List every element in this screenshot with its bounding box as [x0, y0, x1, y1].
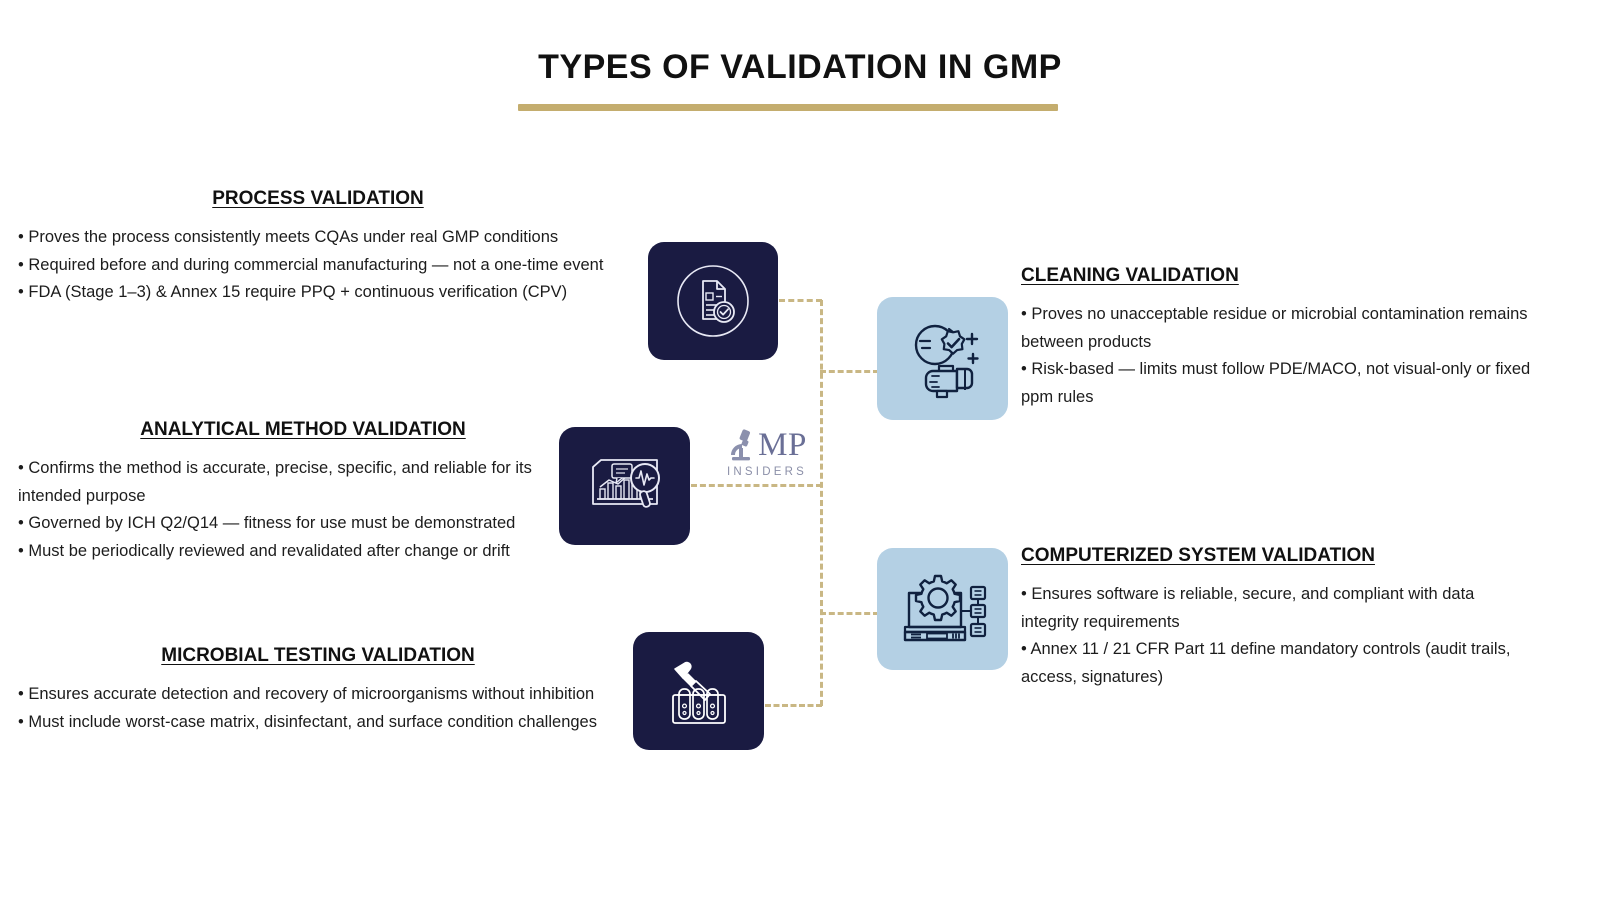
watermark-subtitle: INSIDERS: [727, 466, 807, 478]
section-heading-microbial: MICROBIAL TESTING VALIDATION: [161, 645, 475, 666]
section-heading-computerized: COMPUTERIZED SYSTEM VALIDATION: [1021, 545, 1375, 566]
bullet-item: • Proves the process consistently meets …: [18, 228, 559, 246]
document-check-icon: [677, 265, 749, 337]
section-heading-process: PROCESS VALIDATION: [212, 188, 424, 209]
icon-tile-microbial-testing-validation: [633, 632, 764, 750]
bullet-item: • Must include worst-case matrix, disinf…: [18, 712, 597, 731]
section-body-microbial: • Ensures accurate detection and recover…: [18, 681, 613, 736]
chart-magnifier-icon: [591, 459, 660, 508]
section-cleaning-validation: CLEANING VALIDATION • Proves no unaccept…: [1021, 265, 1531, 412]
bullet-item: • Governed by ICH Q2/Q14 — fitness for u…: [18, 514, 516, 533]
connector-process-branch: [779, 299, 822, 302]
hand-polish-sparkle-check-icon: [914, 324, 979, 398]
monitor-gear-network-icon: [903, 574, 986, 642]
icon-tile-process-validation: [648, 242, 778, 360]
section-body-cleaning: • Proves no unacceptable residue or micr…: [1021, 301, 1531, 412]
section-heading-analytical: ANALYTICAL METHOD VALIDATION: [140, 419, 466, 440]
bullet-item: • Confirms the method is accurate, preci…: [18, 459, 532, 505]
bullet-item: • Annex 11 / 21 CFR Part 11 define manda…: [1021, 640, 1511, 687]
bullet-item: • Proves no unacceptable residue or micr…: [1021, 305, 1528, 351]
section-body-computerized: • Ensures software is reliable, secure, …: [1021, 581, 1531, 692]
section-microbial-testing-validation: MICROBIAL TESTING VALIDATION • Ensures a…: [18, 645, 613, 736]
bullet-item: • Risk-based — limits must follow PDE/MA…: [1021, 360, 1531, 407]
connector-cleaning-branch: [820, 370, 879, 373]
connector-analytical-branch: [691, 484, 822, 487]
section-heading-cleaning: CLEANING VALIDATION: [1021, 265, 1239, 286]
bullet-item: • Required before and during commercial …: [18, 255, 604, 274]
bullet-item: • Ensures software is reliable, secure, …: [1021, 585, 1475, 631]
microscope-icon: [731, 429, 751, 461]
bullet-item: • FDA (Stage 1–3) & Annex 15 require PPQ…: [18, 283, 568, 302]
page-title: TYPES OF VALIDATION IN GMP: [538, 48, 1062, 86]
connector-microbial-branch: [765, 704, 822, 707]
section-body-analytical: • Confirms the method is accurate, preci…: [18, 455, 563, 566]
section-computerized-system-validation: COMPUTERIZED SYSTEM VALIDATION • Ensures…: [1021, 545, 1531, 692]
icon-tile-analytical-method-validation: [559, 427, 690, 545]
connector-vertical-spine: [820, 300, 823, 706]
connector-computerized-branch: [820, 612, 879, 615]
pipette-test-tubes-icon: [671, 661, 726, 724]
title-underline-rule: [518, 104, 1058, 111]
icon-tile-cleaning-validation: [877, 297, 1008, 420]
section-process-validation: PROCESS VALIDATION • Proves the process …: [18, 188, 643, 307]
icon-tile-computerized-system-validation: [877, 548, 1008, 670]
bullet-item: • Must be periodically reviewed and reva…: [18, 542, 510, 561]
watermark-mark-row: MP: [708, 428, 826, 462]
section-analytical-method-validation: ANALYTICAL METHOD VALIDATION • Confirms …: [18, 419, 563, 566]
watermark-mark-text: MP: [758, 426, 807, 463]
bullet-item: • Ensures accurate detection and recover…: [18, 685, 595, 703]
watermark-gmp-insiders: MP INSIDERS: [708, 428, 826, 478]
section-body-process: • Proves the process consistently meets …: [18, 224, 643, 307]
